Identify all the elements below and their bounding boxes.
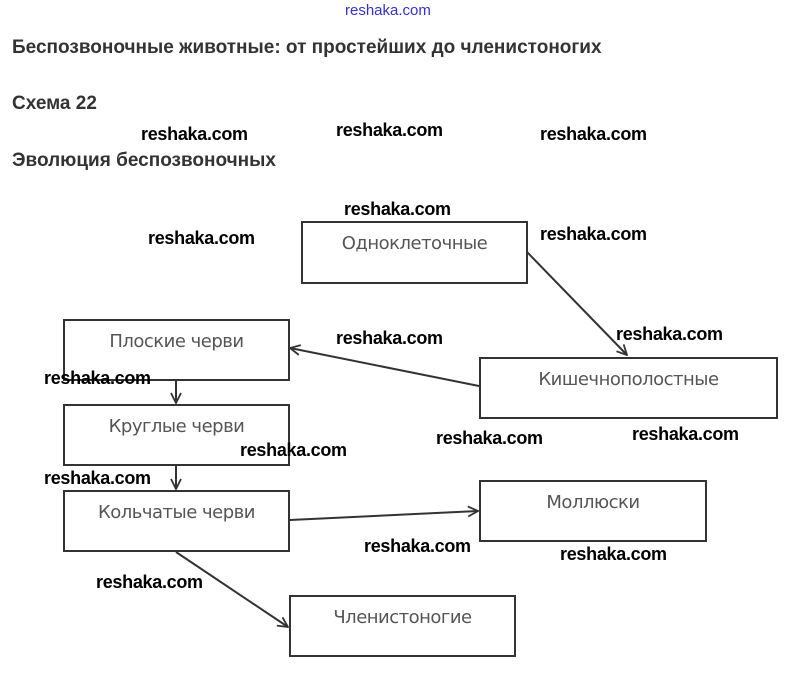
arrow-cnidarians-flatworms xyxy=(290,348,480,387)
node-annelids: Кольчатые черви xyxy=(63,490,290,552)
node-label: Кольчатые черви xyxy=(97,502,256,523)
watermark: reshaka.com xyxy=(44,368,151,388)
watermark: reshaka.com xyxy=(336,120,443,140)
diagram-title: Эволюция беспозвоночных xyxy=(12,150,276,171)
top-watermark: reshaka.com xyxy=(345,2,431,19)
node-cnidarians: Кишечнополостные xyxy=(479,357,778,419)
node-unicellular: Одноклеточные xyxy=(301,221,528,284)
watermark: reshaka.com xyxy=(364,536,471,556)
watermark: reshaka.com xyxy=(436,428,543,448)
watermark: reshaka.com xyxy=(96,572,203,592)
scheme-label: Схема 22 xyxy=(12,93,97,114)
node-label: Плоские черви xyxy=(109,331,244,352)
watermark: reshaka.com xyxy=(540,224,647,244)
watermark: reshaka.com xyxy=(540,124,647,144)
watermark: reshaka.com xyxy=(344,199,451,219)
watermark: reshaka.com xyxy=(632,424,739,444)
arrow-unicellular-cnidarians xyxy=(526,251,627,355)
watermark: reshaka.com xyxy=(240,440,347,460)
watermark: reshaka.com xyxy=(141,124,248,144)
watermark: reshaka.com xyxy=(44,468,151,488)
watermark: reshaka.com xyxy=(148,228,255,248)
node-arthropods: Членистоногие xyxy=(289,595,516,657)
page-title: Беспозвоночные животные: от простейших д… xyxy=(12,37,602,58)
watermark: reshaka.com xyxy=(616,324,723,344)
node-label: Кишечнополостные xyxy=(538,369,719,390)
watermark: reshaka.com xyxy=(560,544,667,564)
arrow-annelids-mollusks xyxy=(289,511,478,521)
node-mollusks: Моллюски xyxy=(479,480,707,542)
node-flatworms: Плоские черви xyxy=(63,319,290,381)
watermark: reshaka.com xyxy=(336,328,443,348)
arrow-annelids-arthropods xyxy=(175,551,288,627)
node-roundworms: Круглые черви xyxy=(63,404,290,466)
node-label: Моллюски xyxy=(546,492,640,513)
node-label: Членистоногие xyxy=(333,607,472,628)
node-label: Круглые черви xyxy=(108,416,245,437)
node-label: Одноклеточные xyxy=(341,233,488,254)
